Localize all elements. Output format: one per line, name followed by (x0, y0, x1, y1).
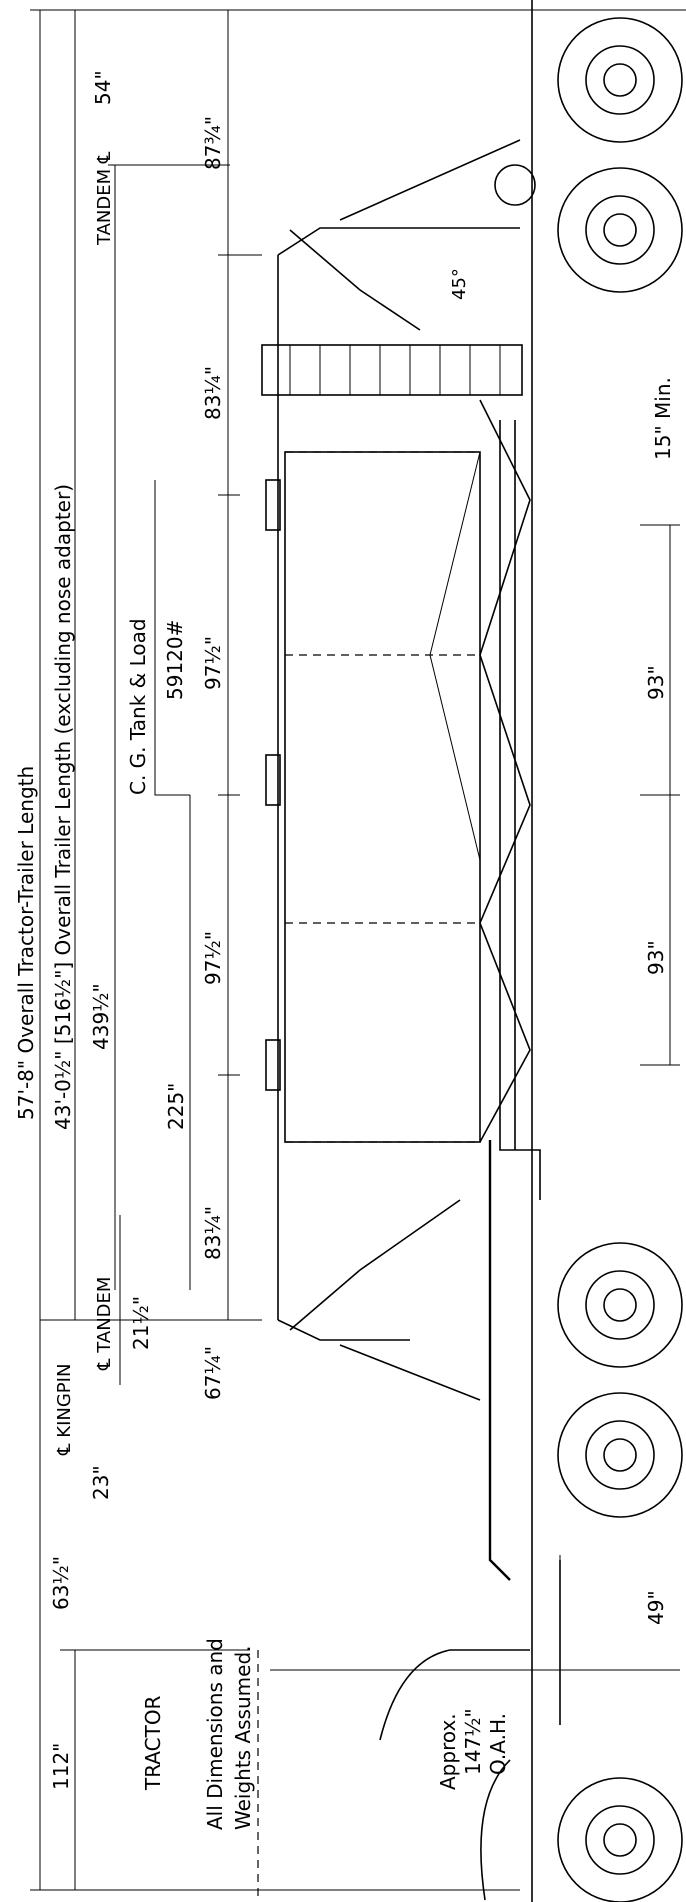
label-dim-97-5-b: 97½" (201, 931, 225, 985)
hopper-cones (479, 399, 531, 1143)
label-dim-112: 112" (49, 1743, 73, 1790)
label-dim-225: 225" (164, 1083, 188, 1130)
label-angle-45: 45° (449, 268, 470, 300)
hose-reel-icon (494, 164, 536, 206)
dimension-lines (30, 9, 686, 1900)
label-dim-83-25-top: 83¼" (201, 366, 225, 420)
label-assumed-line2: Weights Assumed. (231, 1646, 255, 1831)
label-dim-49: 49" (644, 1590, 668, 1625)
manhole-lid-2 (265, 754, 281, 806)
label-dim-63-5: 63½" (49, 1556, 73, 1610)
wheels (494, 17, 683, 1902)
label-oah-line3: O.A.H. (486, 1713, 510, 1775)
label-dim-54: 54" (91, 70, 115, 105)
label-dim-93-a: 93" (644, 665, 668, 700)
wheel-steer (557, 1777, 683, 1902)
manhole-lid-3 (265, 1039, 281, 1091)
manhole-lid-1 (265, 479, 281, 531)
label-dim-439-5: 439½" (89, 983, 113, 1050)
wheel-tractor-1 (557, 1242, 683, 1368)
frame-pipe (499, 420, 541, 1200)
label-cg-title: C. G. Tank & Load (126, 618, 150, 795)
label-overall-trailer: 43'-0½" [516½"] Overall Trailer Length (… (51, 484, 75, 1130)
front-brace (289, 1199, 481, 1401)
label-oah-line1: Approx. (436, 1713, 460, 1790)
label-tandem-cl: TANDEM ℄ (94, 151, 115, 246)
trailer-artwork (261, 0, 561, 1902)
label-dim-67-25: 67¼" (201, 1346, 225, 1400)
label-oah-line2: 147½" (461, 1708, 485, 1775)
label-dim-93-b: 93" (644, 940, 668, 975)
wheel-rear-2 (557, 167, 683, 293)
label-dim-97-5-a: 97½" (201, 636, 225, 690)
dimension-labels: 57'-8" Overall Tractor-Trailer Length 43… (14, 70, 675, 1830)
label-min-15: 15" Min. (651, 377, 675, 460)
label-cl-kingpin: ℄ KINGPIN (54, 1364, 75, 1456)
label-dim-83-25-bottom: 83¼" (201, 1206, 225, 1260)
tank-compartment-frame (284, 451, 481, 1143)
hopper-inner-1 (429, 451, 481, 861)
ladder-frame (261, 344, 523, 396)
label-dim-87-75: 87¾" (201, 116, 225, 170)
tank-end-outline (277, 227, 520, 1341)
tractor-frame (488, 1140, 511, 1581)
tractor-cab-outline (379, 1649, 530, 1901)
label-assumed-line1: All Dimensions and (203, 1638, 227, 1830)
label-overall-tractor-trailer: 57'-8" Overall Tractor-Trailer Length (14, 766, 38, 1120)
cg-leader (154, 480, 190, 796)
rear-brace (289, 139, 521, 331)
wheel-tractor-2 (557, 1392, 683, 1518)
label-cg-weight: 59120# (163, 620, 187, 700)
label-dim-21-5: 21½" (129, 1296, 153, 1350)
label-cl-tandem: ℄ TANDEM (94, 1277, 115, 1371)
label-tractor: TRACTOR (141, 1695, 165, 1791)
label-dim-23: 23" (89, 1465, 113, 1500)
wheel-rear-1 (557, 17, 683, 143)
